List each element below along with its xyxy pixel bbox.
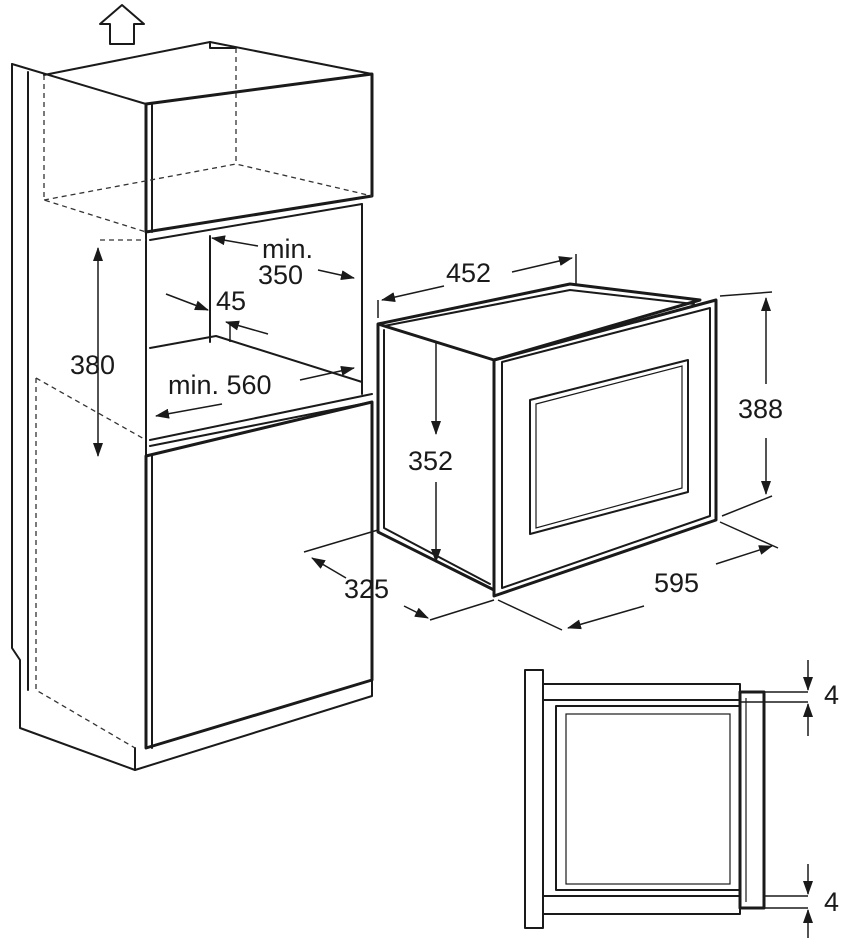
tall-cabinet: [11, 41, 374, 771]
label-350: 350: [258, 260, 303, 290]
label-388: 388: [738, 394, 783, 424]
cabinet-dimensions: [93, 235, 355, 457]
label-380: 380: [70, 350, 115, 380]
label-452: 452: [446, 258, 491, 288]
label-325: 325: [344, 574, 389, 604]
oven-3d: [376, 282, 718, 598]
label-352: 352: [408, 446, 453, 476]
oven-dimensions: [303, 254, 779, 631]
section-view: [524, 660, 813, 938]
label-4-bottom: 4: [824, 887, 839, 917]
up-arrow-icon: [99, 4, 145, 45]
label-min: min.: [262, 234, 313, 264]
label-595: 595: [654, 568, 699, 598]
label-4-top: 4: [824, 680, 839, 710]
label-min-560: min. 560: [168, 370, 272, 400]
label-45: 45: [216, 286, 246, 316]
